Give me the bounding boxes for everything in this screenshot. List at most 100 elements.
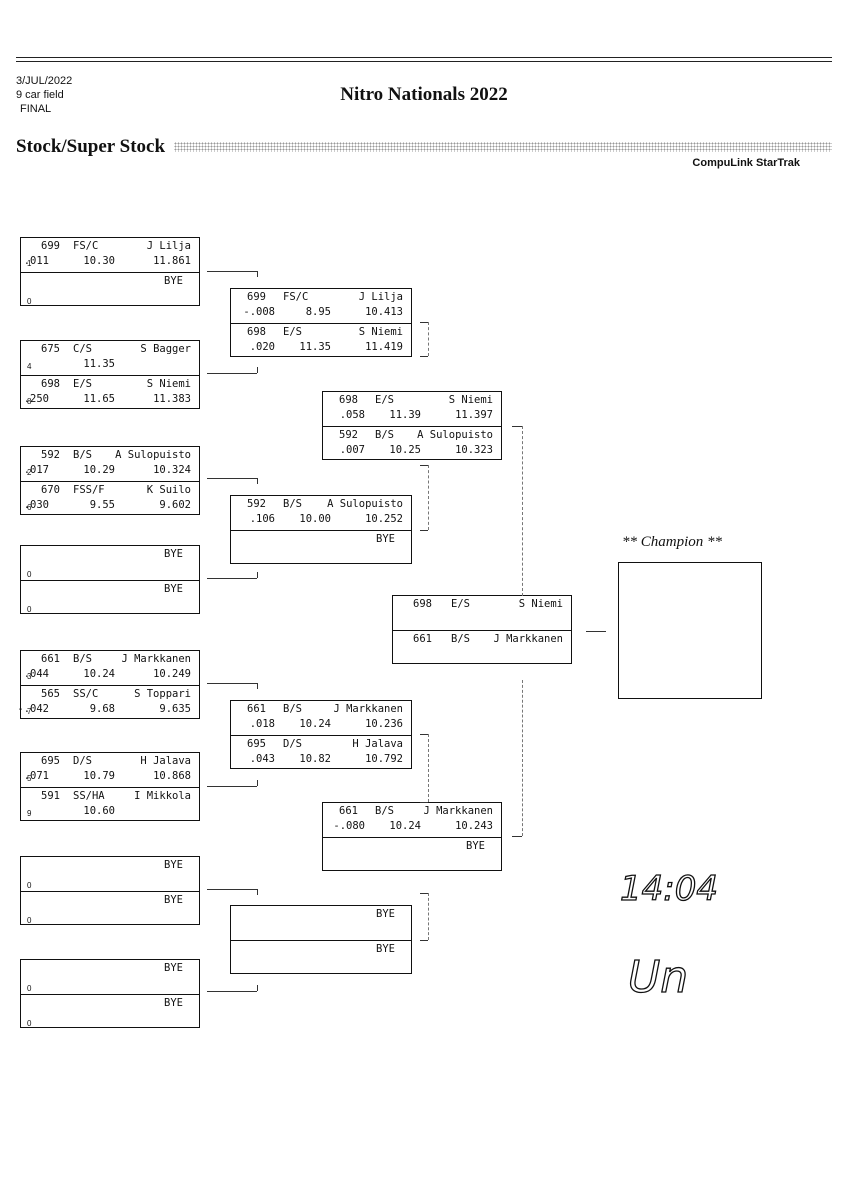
connector-r2-top-3 <box>420 734 428 735</box>
lane-number: 1 <box>27 259 32 268</box>
lane-number: 0 <box>27 881 32 890</box>
car-class: FS/C <box>283 291 309 303</box>
car-class: C/S <box>73 343 92 355</box>
reaction-time: .007 <box>339 444 365 456</box>
car-class: E/S <box>451 598 470 610</box>
connector-r2-line-2 <box>428 465 429 530</box>
bye-label: BYE <box>164 859 183 871</box>
driver-name: J Lilja <box>358 291 403 303</box>
elapsed-time: 10.792 <box>365 753 403 765</box>
connector-r1-8 <box>207 991 257 992</box>
car-number: 699 <box>247 291 266 303</box>
connector-tick-r1-1 <box>257 271 258 277</box>
driver-name: J Markkanen <box>493 633 563 645</box>
racer-slot-top: BYE 0 <box>21 960 199 994</box>
lane-number: 0 <box>27 297 32 306</box>
connector-final <box>586 631 606 632</box>
reaction-time: -.080 <box>333 820 365 832</box>
slot-line-1: BYE <box>21 894 199 908</box>
car-class: FSS/F <box>73 484 105 496</box>
slot-line-1: BYE <box>21 275 199 289</box>
slot-line-1: BYE <box>323 840 501 854</box>
class-dot-leader <box>174 142 832 152</box>
car-number: 591 <box>41 790 60 802</box>
class-name: Stock/Super Stock <box>16 136 168 158</box>
bye-label: BYE <box>164 275 183 287</box>
driver-name: H Jalava <box>140 755 191 767</box>
handwritten-time-text: 14:04 <box>620 869 718 909</box>
car-class: B/S <box>283 498 302 510</box>
dial-in: 10.29 <box>83 464 115 476</box>
lane-number: 2 <box>27 468 32 477</box>
driver-name: J Markkanen <box>333 703 403 715</box>
champion-label: ** Champion ** <box>622 534 723 550</box>
connector-tick-r1-5 <box>257 683 258 689</box>
lane-number: 0 <box>27 984 32 993</box>
car-number: 695 <box>247 738 266 750</box>
connector-r2-bot-1 <box>420 356 428 357</box>
dial-in: 11.35 <box>83 358 115 370</box>
connector-tick-r1-7 <box>257 889 258 895</box>
driver-name: H Jalava <box>352 738 403 750</box>
car-class: FS/C <box>73 240 99 252</box>
reaction-time: .030 <box>23 499 49 511</box>
racer-slot-bot: BYE <box>231 530 411 565</box>
connector-r2-top-2 <box>420 465 428 466</box>
handwritten-initials: Un <box>627 951 688 1003</box>
racer-slot-bot: BYE 0 <box>21 272 199 307</box>
car-number: 698 <box>339 394 358 406</box>
driver-name: S Niemi <box>518 598 563 610</box>
slot-line-1: BYE <box>21 548 199 562</box>
lane-number: 0 <box>27 1019 32 1028</box>
slot-line-1: BYE <box>231 943 411 957</box>
car-number: 661 <box>41 653 60 665</box>
dial-in: 11.35 <box>299 341 331 353</box>
reaction-time: -.042 <box>17 703 49 715</box>
racer-slot-bot: BYE <box>231 940 411 975</box>
lane-number: 9 <box>27 809 32 818</box>
class-header: Stock/Super Stock <box>16 136 832 158</box>
car-class: B/S <box>283 703 302 715</box>
car-number: 661 <box>247 703 266 715</box>
car-number: 592 <box>339 429 358 441</box>
driver-name: S Niemi <box>146 378 191 390</box>
dial-in: 11.65 <box>83 393 115 405</box>
slot-line-1: 698 E/S S Niemi <box>323 394 501 408</box>
car-class: B/S <box>73 653 92 665</box>
bye-label: BYE <box>164 962 183 974</box>
dial-in: 9.68 <box>89 703 115 715</box>
bye-label: BYE <box>466 840 485 852</box>
connector-r2-top-1 <box>420 322 428 323</box>
bye-label: BYE <box>376 533 395 545</box>
software-name: CompuLink StarTrak <box>692 157 800 169</box>
bye-label: BYE <box>164 894 183 906</box>
champion-box <box>618 562 762 699</box>
slot-line-1: BYE <box>21 997 199 1011</box>
driver-name: S Niemi <box>448 394 493 406</box>
car-class: E/S <box>375 394 394 406</box>
elapsed-time: 10.868 <box>153 770 191 782</box>
dial-in: 9.55 <box>89 499 115 511</box>
elapsed-time: 10.323 <box>455 444 493 456</box>
slot-line-2: 11.35 <box>21 358 199 372</box>
reaction-time: .058 <box>339 409 365 421</box>
connector-r3-line-bottom <box>522 680 523 836</box>
